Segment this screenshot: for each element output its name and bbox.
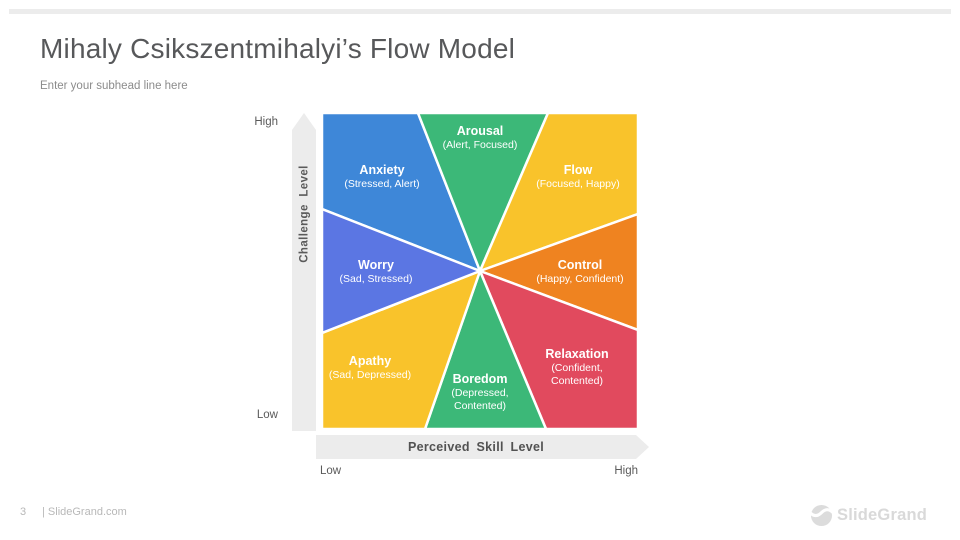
slide-title: Mihaly Csikszentmihalyi’s Flow Model [40,33,516,64]
label-relaxation: Relaxation (Confident, Contented) [545,347,609,387]
footer: 3 | SlideGrand.com [20,506,127,518]
footer-site: | SlideGrand.com [42,506,127,518]
top-accent-bar [9,9,951,14]
slide-subhead: Enter your subhead line here [40,80,188,92]
label-anxiety: Anxiety (Stressed, Alert) [344,163,420,190]
x-axis-low-label: Low [320,465,342,477]
x-axis-high-label: High [614,465,638,477]
label-arousal: Arousal (Alert, Focused) [442,124,518,151]
y-axis-low-label: Low [256,409,278,421]
label-worry: Worry (Sad, Stressed) [339,258,413,285]
x-axis-title: Perceived Skill Level [408,440,544,454]
brand-logo: SlideGrand [810,504,927,527]
flow-model-diagram [322,113,638,429]
brand-name: SlideGrand [837,506,928,524]
label-flow: Flow (Focused, Happy) [536,163,620,190]
label-apathy: Apathy (Sad, Depressed) [328,354,412,381]
y-axis-title: Challenge Level [298,165,311,263]
slidegrand-icon [810,504,833,527]
segment-worry [322,207,482,335]
label-control: Control (Happy, Confident) [536,258,624,285]
y-axis-high-label: High [254,116,278,128]
label-boredom: Boredom (Depressed, Contented) [451,372,509,412]
y-axis-arrow [292,113,316,431]
page-number: 3 [20,506,27,518]
x-axis-arrow [316,435,649,459]
